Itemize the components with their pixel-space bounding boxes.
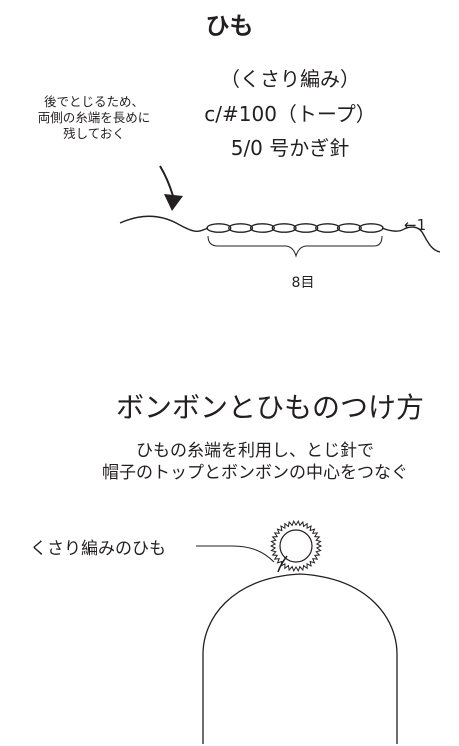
hook-size-label: 5/0 号かぎ針 (230, 136, 350, 160)
chain-stitches (206, 223, 384, 233)
note-arrow-line (159, 165, 174, 197)
diagram-title: ひも (205, 12, 254, 40)
stitch-count-brace (207, 235, 383, 258)
note-line-2: 両側の糸端を長めに (37, 110, 151, 125)
yarn-tail-note: 後でとじるため、 両側の糸端を長めに 残しておく (12, 94, 176, 142)
chain-yarn-right-end (403, 226, 441, 253)
instruction-line-2: 帽子のトップとボンボンの中心をつなぐ (102, 463, 408, 483)
callout-leader-line (196, 545, 275, 563)
stitch-type-label: （くさり編み） (220, 67, 360, 91)
chain-stitch (228, 223, 254, 233)
instruction-line-1: ひもの糸端を利用し、とじ針で (136, 441, 374, 461)
note-arrow-head (164, 194, 183, 211)
chain-stitch (293, 223, 319, 233)
note-line-1: 後でとじるため、 (43, 94, 144, 109)
chain-stitch (271, 223, 297, 233)
chain-yarn-right-tail (381, 227, 405, 232)
yarn-color-label: c/#100（トープ） (204, 102, 376, 126)
pompom-inner-circle (279, 529, 313, 563)
pompom-instructions: ひもの糸端を利用し、とじ針で 帽子のトップとボンボンの中心をつなぐ (0, 440, 459, 484)
cord-callout-label: くさり編みのひも (30, 539, 166, 559)
note-line-3: 残しておく (63, 126, 125, 141)
chain-stitch (315, 223, 341, 233)
hat-outline (202, 573, 398, 744)
chain-stitch (358, 223, 384, 233)
stitch-count-label: 8目 (291, 275, 315, 291)
chain-stitch (249, 223, 275, 233)
chain-stitch (206, 223, 232, 233)
pompom-fringe (269, 519, 323, 573)
tie-cord (277, 555, 288, 573)
section-title-pompom: ボンボンとひものつけ方 (115, 391, 424, 424)
chain-stitch (336, 223, 362, 233)
chain-yarn-left-tail (119, 215, 209, 232)
